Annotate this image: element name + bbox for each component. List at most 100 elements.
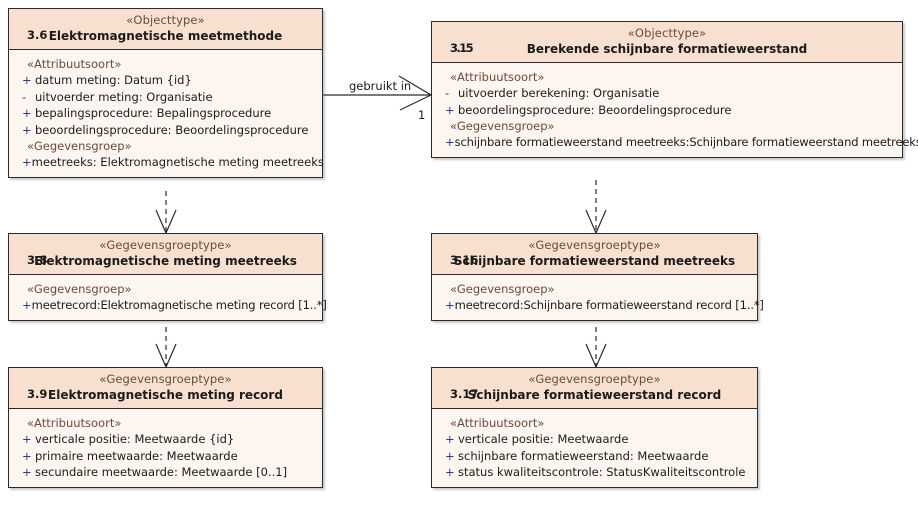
- class-header: «Objecttype» 3.15 Berekende schijnbare f…: [432, 22, 902, 63]
- class-name: Schijnbare formatieweerstand record: [467, 388, 722, 402]
- class-feature[interactable]: + schijnbare formatieweerstand: Meetwaar…: [436, 448, 753, 465]
- class-title-row: 3.6 Elektromagnetische meetmethode: [15, 27, 316, 44]
- class-name: Elektromagnetische meetmethode: [48, 29, 283, 43]
- visibility-marker: +: [22, 73, 32, 87]
- class-name: Schijnbare formatieweerstand meetreeks: [453, 254, 736, 268]
- class-number: 3.8: [27, 253, 48, 267]
- compartment-group-label: «Gegevensgroep»: [450, 119, 555, 133]
- connector-dep-formatieweerstand-meetreeks[interactable]: [585, 180, 607, 235]
- feature-text: meetreeks: Elektromagnetische meting mee…: [31, 155, 324, 169]
- class-feature[interactable]: + meetrecord:Elektromagnetische meting r…: [13, 297, 327, 314]
- class-schijnbare-formatieweerstand-meetreeks[interactable]: «Gegevensgroeptype» 3.16 Schijnbare form…: [431, 233, 764, 321]
- class-header: «Gegevensgroeptype» 3.16 Schijnbare form…: [432, 234, 757, 275]
- visibility-marker: +: [445, 465, 455, 479]
- class-name: Elektromagnetische meting record: [48, 388, 283, 402]
- feature-text: verticale positie: Meetwaarde: [458, 432, 629, 446]
- connector-label-gebruikt-in: gebruikt in: [349, 79, 412, 93]
- class-feature[interactable]: + bepalingsprocedure: Bepalingsprocedure: [13, 105, 318, 122]
- class-body: «Attribuutsoort» + datum meting: Datum {…: [9, 50, 324, 177]
- class-feature[interactable]: + status kwaliteitscontrole: StatusKwali…: [436, 464, 753, 481]
- compartment-group-label: «Attribuutsoort»: [27, 416, 122, 430]
- class-stereotype: «Gegevensgroeptype»: [99, 372, 232, 386]
- visibility-marker: +: [22, 298, 32, 312]
- visibility-marker: +: [445, 102, 455, 117]
- class-title-row: 3.9 Elektromagnetische meting record: [15, 386, 316, 403]
- connector-dep-fw-meetreeks-record[interactable]: [585, 327, 607, 369]
- visibility-marker: +: [22, 432, 32, 446]
- class-feature[interactable]: + beoordelingsprocedure: Beoordelingspro…: [13, 122, 318, 139]
- class-stereotype: «Objecttype»: [627, 26, 707, 40]
- visibility-marker: +: [22, 465, 32, 479]
- visibility-marker: +: [445, 135, 455, 149]
- visibility-marker: +: [22, 122, 32, 137]
- class-feature[interactable]: + primaire meetwaarde: Meetwaarde: [13, 448, 318, 465]
- class-title-row: 3.16 Schijnbare formatieweerstand meetre…: [438, 252, 751, 269]
- feature-text: secundaire meetwaarde: Meetwaarde [0..1]: [35, 465, 288, 479]
- class-feature[interactable]: + verticale positie: Meetwaarde: [436, 431, 753, 448]
- class-number: 3.15: [450, 41, 474, 55]
- class-title-row: 3.8 Elektromagnetische meting meetreeks: [15, 252, 316, 269]
- class-feature[interactable]: + schijnbare formatieweerstand meetreeks…: [436, 134, 918, 151]
- class-feature[interactable]: + secundaire meetwaarde: Meetwaarde [0..…: [13, 464, 318, 481]
- compartment-group-label: «Attribuutsoort»: [27, 57, 122, 71]
- class-feature[interactable]: + beoordelingsprocedure: Beoordelingspro…: [436, 102, 898, 119]
- compartment-group-label: «Attribuutsoort»: [450, 70, 545, 84]
- feature-text: schijnbare formatieweerstand: Meetwaarde: [458, 448, 709, 463]
- visibility-marker: +: [445, 432, 455, 446]
- class-schijnbare-formatieweerstand-record[interactable]: «Gegevensgroeptype» 3.17 Schijnbare form…: [431, 367, 758, 488]
- visibility-marker: +: [22, 448, 32, 463]
- class-feature[interactable]: + verticale positie: Meetwaarde {id}: [13, 431, 318, 448]
- class-body: «Gegevensgroep» + meetrecord:Schijnbare …: [432, 275, 764, 320]
- connector-dep-meetreeks-record[interactable]: [155, 327, 177, 369]
- class-number: 3.16: [450, 253, 479, 267]
- class-title-row: 3.15 Berekende schijnbare formatieweerst…: [438, 40, 896, 57]
- feature-text: uitvoerder meting: Organisatie: [35, 89, 213, 104]
- feature-text: verticale positie: Meetwaarde {id}: [35, 432, 235, 446]
- class-feature[interactable]: + datum meting: Datum {id}: [13, 72, 318, 89]
- class-feature[interactable]: - uitvoerder berekening: Organisatie: [436, 85, 898, 102]
- feature-text: beoordelingsprocedure: Beoordelingsproce…: [35, 122, 309, 137]
- class-name: Elektromagnetische meting meetreeks: [34, 254, 297, 268]
- class-header: «Objecttype» 3.6 Elektromagnetische meet…: [9, 9, 322, 50]
- feature-text: meetrecord:Elektromagnetische meting rec…: [31, 298, 327, 312]
- feature-text: primaire meetwaarde: Meetwaarde: [35, 448, 238, 463]
- compartment-group-label: «Attribuutsoort»: [450, 416, 545, 430]
- visibility-marker: +: [22, 155, 32, 169]
- class-header: «Gegevensgroeptype» 3.9 Elektromagnetisc…: [9, 368, 322, 409]
- class-feature[interactable]: + meetreeks: Elektromagnetische meting m…: [13, 154, 324, 171]
- connector-multiplicity-target: 1: [418, 108, 426, 122]
- class-number: 3.9: [27, 387, 48, 401]
- class-number: 3.17: [450, 387, 479, 401]
- visibility-marker: +: [445, 448, 455, 463]
- class-stereotype: «Objecttype»: [126, 13, 205, 27]
- class-body: «Attribuutsoort» + verticale positie: Me…: [432, 409, 757, 487]
- visibility-marker: -: [22, 89, 27, 104]
- compartment-group-label: «Gegevensgroep»: [27, 282, 132, 296]
- class-title-row: 3.17 Schijnbare formatieweerstand record: [438, 386, 751, 403]
- class-body: «Attribuutsoort» + verticale positie: Me…: [9, 409, 322, 487]
- class-elektromagnetische-meting-record[interactable]: «Gegevensgroeptype» 3.9 Elektromagnetisc…: [8, 367, 323, 488]
- feature-text: status kwaliteitscontrole: StatusKwalite…: [458, 465, 746, 479]
- compartment-group-label: «Gegevensgroep»: [27, 139, 132, 153]
- class-body: «Gegevensgroep» + meetrecord:Elektromagn…: [9, 275, 327, 320]
- class-header: «Gegevensgroeptype» 3.17 Schijnbare form…: [432, 368, 757, 409]
- feature-text: bepalingsprocedure: Bepalingsprocedure: [35, 106, 272, 120]
- class-feature[interactable]: - uitvoerder meting: Organisatie: [13, 89, 318, 106]
- class-stereotype: «Gegevensgroeptype»: [528, 238, 661, 252]
- feature-text: uitvoerder berekening: Organisatie: [458, 86, 660, 100]
- visibility-marker: +: [445, 298, 455, 312]
- compartment-group-label: «Gegevensgroep»: [450, 282, 555, 296]
- class-body: «Attribuutsoort» - uitvoerder berekening…: [432, 63, 918, 157]
- class-elektromagnetische-meetmethode[interactable]: «Objecttype» 3.6 Elektromagnetische meet…: [8, 8, 324, 178]
- class-elektromagnetische-meting-meetreeks[interactable]: «Gegevensgroeptype» 3.8 Elektromagnetisc…: [8, 233, 327, 321]
- feature-text: meetrecord:Schijnbare formatieweerstand …: [454, 298, 764, 312]
- feature-text: datum meting: Datum {id}: [35, 73, 192, 87]
- class-feature[interactable]: + meetrecord:Schijnbare formatieweerstan…: [436, 297, 764, 314]
- visibility-marker: -: [445, 86, 450, 100]
- class-berekende-schijnbare-formatieweerstand[interactable]: «Objecttype» 3.15 Berekende schijnbare f…: [431, 21, 918, 158]
- feature-text: schijnbare formatieweerstand meetreeks:S…: [454, 135, 918, 149]
- class-header: «Gegevensgroeptype» 3.8 Elektromagnetisc…: [9, 234, 322, 275]
- class-number: 3.6: [27, 28, 48, 42]
- connector-dep-meetmethode-meetreeks[interactable]: [155, 191, 177, 235]
